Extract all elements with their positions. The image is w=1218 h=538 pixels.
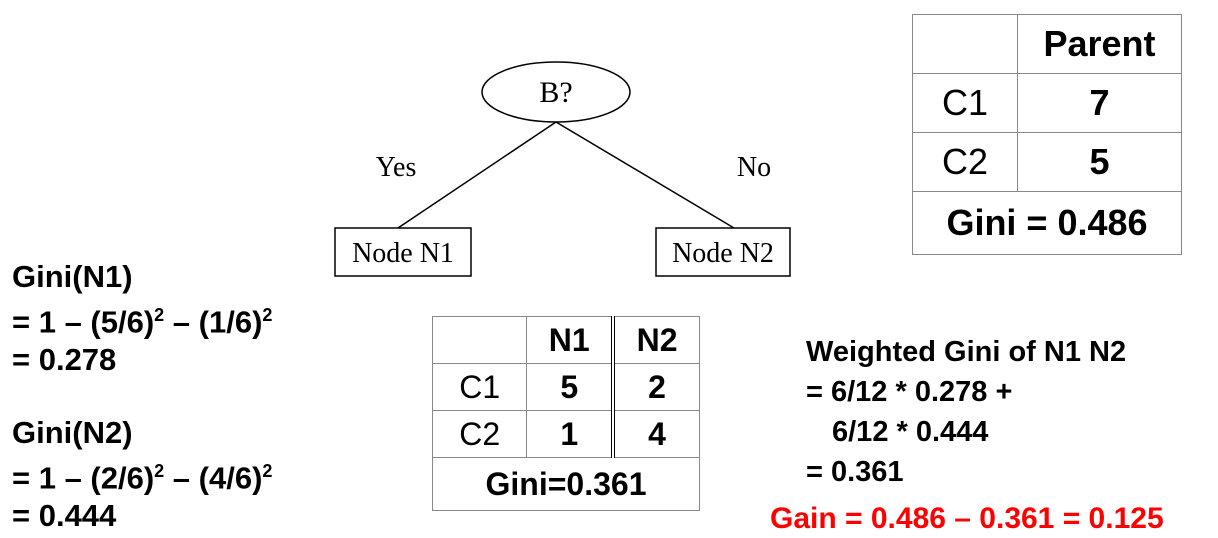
formula-term: = 1 – (5/6) bbox=[12, 304, 155, 340]
child-corner-cell bbox=[431, 316, 528, 364]
child-cell-n2: 2 bbox=[612, 363, 701, 411]
parent-row-label: C2 bbox=[912, 132, 1018, 192]
child-header-n2: N2 bbox=[612, 316, 701, 364]
weighted-gini-calculation: Weighted Gini of N1 N2 = 6/12 * 0.278 + … bbox=[806, 332, 1126, 492]
exponent: 2 bbox=[154, 461, 165, 481]
parent-row-c1: C1 7 bbox=[912, 73, 1182, 133]
parent-header-row: Parent bbox=[912, 14, 1182, 74]
root-label: B? bbox=[539, 76, 572, 109]
parent-table: Parent C1 7 C2 5 Gini = 0.486 bbox=[912, 14, 1182, 255]
gini-n2-calculation: Gini(N2) = 1 – (2/6)2 – (4/6)2 = 0.444 bbox=[12, 414, 272, 535]
gini-n1-result: = 0.278 bbox=[12, 342, 117, 378]
node-n2-label: Node N2 bbox=[672, 238, 774, 269]
weighted-gini-line1: = 6/12 * 0.278 + bbox=[806, 376, 1013, 408]
parent-gini: Gini = 0.486 bbox=[912, 191, 1182, 255]
child-row-label: C2 bbox=[431, 410, 528, 458]
child-cell-n2: 4 bbox=[612, 410, 701, 458]
node-n1-box bbox=[334, 227, 472, 277]
formula-term: = 1 – (2/6) bbox=[12, 460, 155, 496]
yes-branch bbox=[397, 121, 557, 229]
exponent: 2 bbox=[262, 305, 273, 325]
no-branch bbox=[555, 121, 735, 229]
gain-result: Gain = 0.486 – 0.361 = 0.125 bbox=[770, 502, 1164, 535]
child-table: N1 N2 C1 5 2 C2 1 4 Gini=0.361 bbox=[431, 316, 701, 511]
node-n2-box bbox=[655, 227, 791, 277]
parent-corner-cell bbox=[912, 14, 1018, 74]
gini-n2-result: = 0.444 bbox=[12, 498, 117, 534]
gini-n1-formula: = 1 – (5/6)2 – (1/6)2 bbox=[12, 296, 272, 341]
gini-n1-title: Gini(N1) bbox=[12, 259, 133, 294]
child-gini-row: Gini=0.361 bbox=[432, 457, 700, 511]
child-header-row: N1 N2 bbox=[431, 316, 701, 364]
child-cell-n1: 5 bbox=[526, 363, 616, 411]
exponent: 2 bbox=[262, 461, 273, 481]
formula-term: – (4/6) bbox=[164, 460, 263, 496]
gini-n2-formula: = 1 – (2/6)2 – (4/6)2 bbox=[12, 452, 272, 497]
gini-n1-calculation: Gini(N1) = 1 – (5/6)2 – (1/6)2 = 0.278 bbox=[12, 258, 272, 379]
child-row-label: C1 bbox=[431, 363, 528, 411]
weighted-gini-title: Weighted Gini of N1 N2 bbox=[806, 336, 1127, 368]
root-node bbox=[481, 61, 631, 123]
weighted-gini-result: = 0.361 bbox=[806, 456, 904, 488]
parent-row-value: 5 bbox=[1017, 132, 1182, 192]
parent-header: Parent bbox=[1017, 14, 1182, 74]
child-gini: Gini=0.361 bbox=[432, 457, 700, 511]
node-n1-label: Node N1 bbox=[352, 238, 454, 269]
no-label: No bbox=[737, 152, 771, 183]
parent-row-label: C1 bbox=[912, 73, 1018, 133]
child-header-n1: N1 bbox=[526, 316, 616, 364]
formula-term: – (1/6) bbox=[164, 304, 263, 340]
exponent: 2 bbox=[154, 305, 165, 325]
yes-label: Yes bbox=[376, 152, 417, 183]
child-row-c2: C2 1 4 bbox=[431, 410, 701, 458]
parent-row-value: 7 bbox=[1017, 73, 1182, 133]
parent-row-c2: C2 5 bbox=[912, 132, 1182, 192]
child-cell-n1: 1 bbox=[526, 410, 616, 458]
weighted-gini-line2: 6/12 * 0.444 bbox=[832, 416, 989, 448]
child-row-c1: C1 5 2 bbox=[431, 363, 701, 411]
gini-n2-title: Gini(N2) bbox=[12, 415, 133, 450]
parent-gini-row: Gini = 0.486 bbox=[912, 191, 1182, 255]
